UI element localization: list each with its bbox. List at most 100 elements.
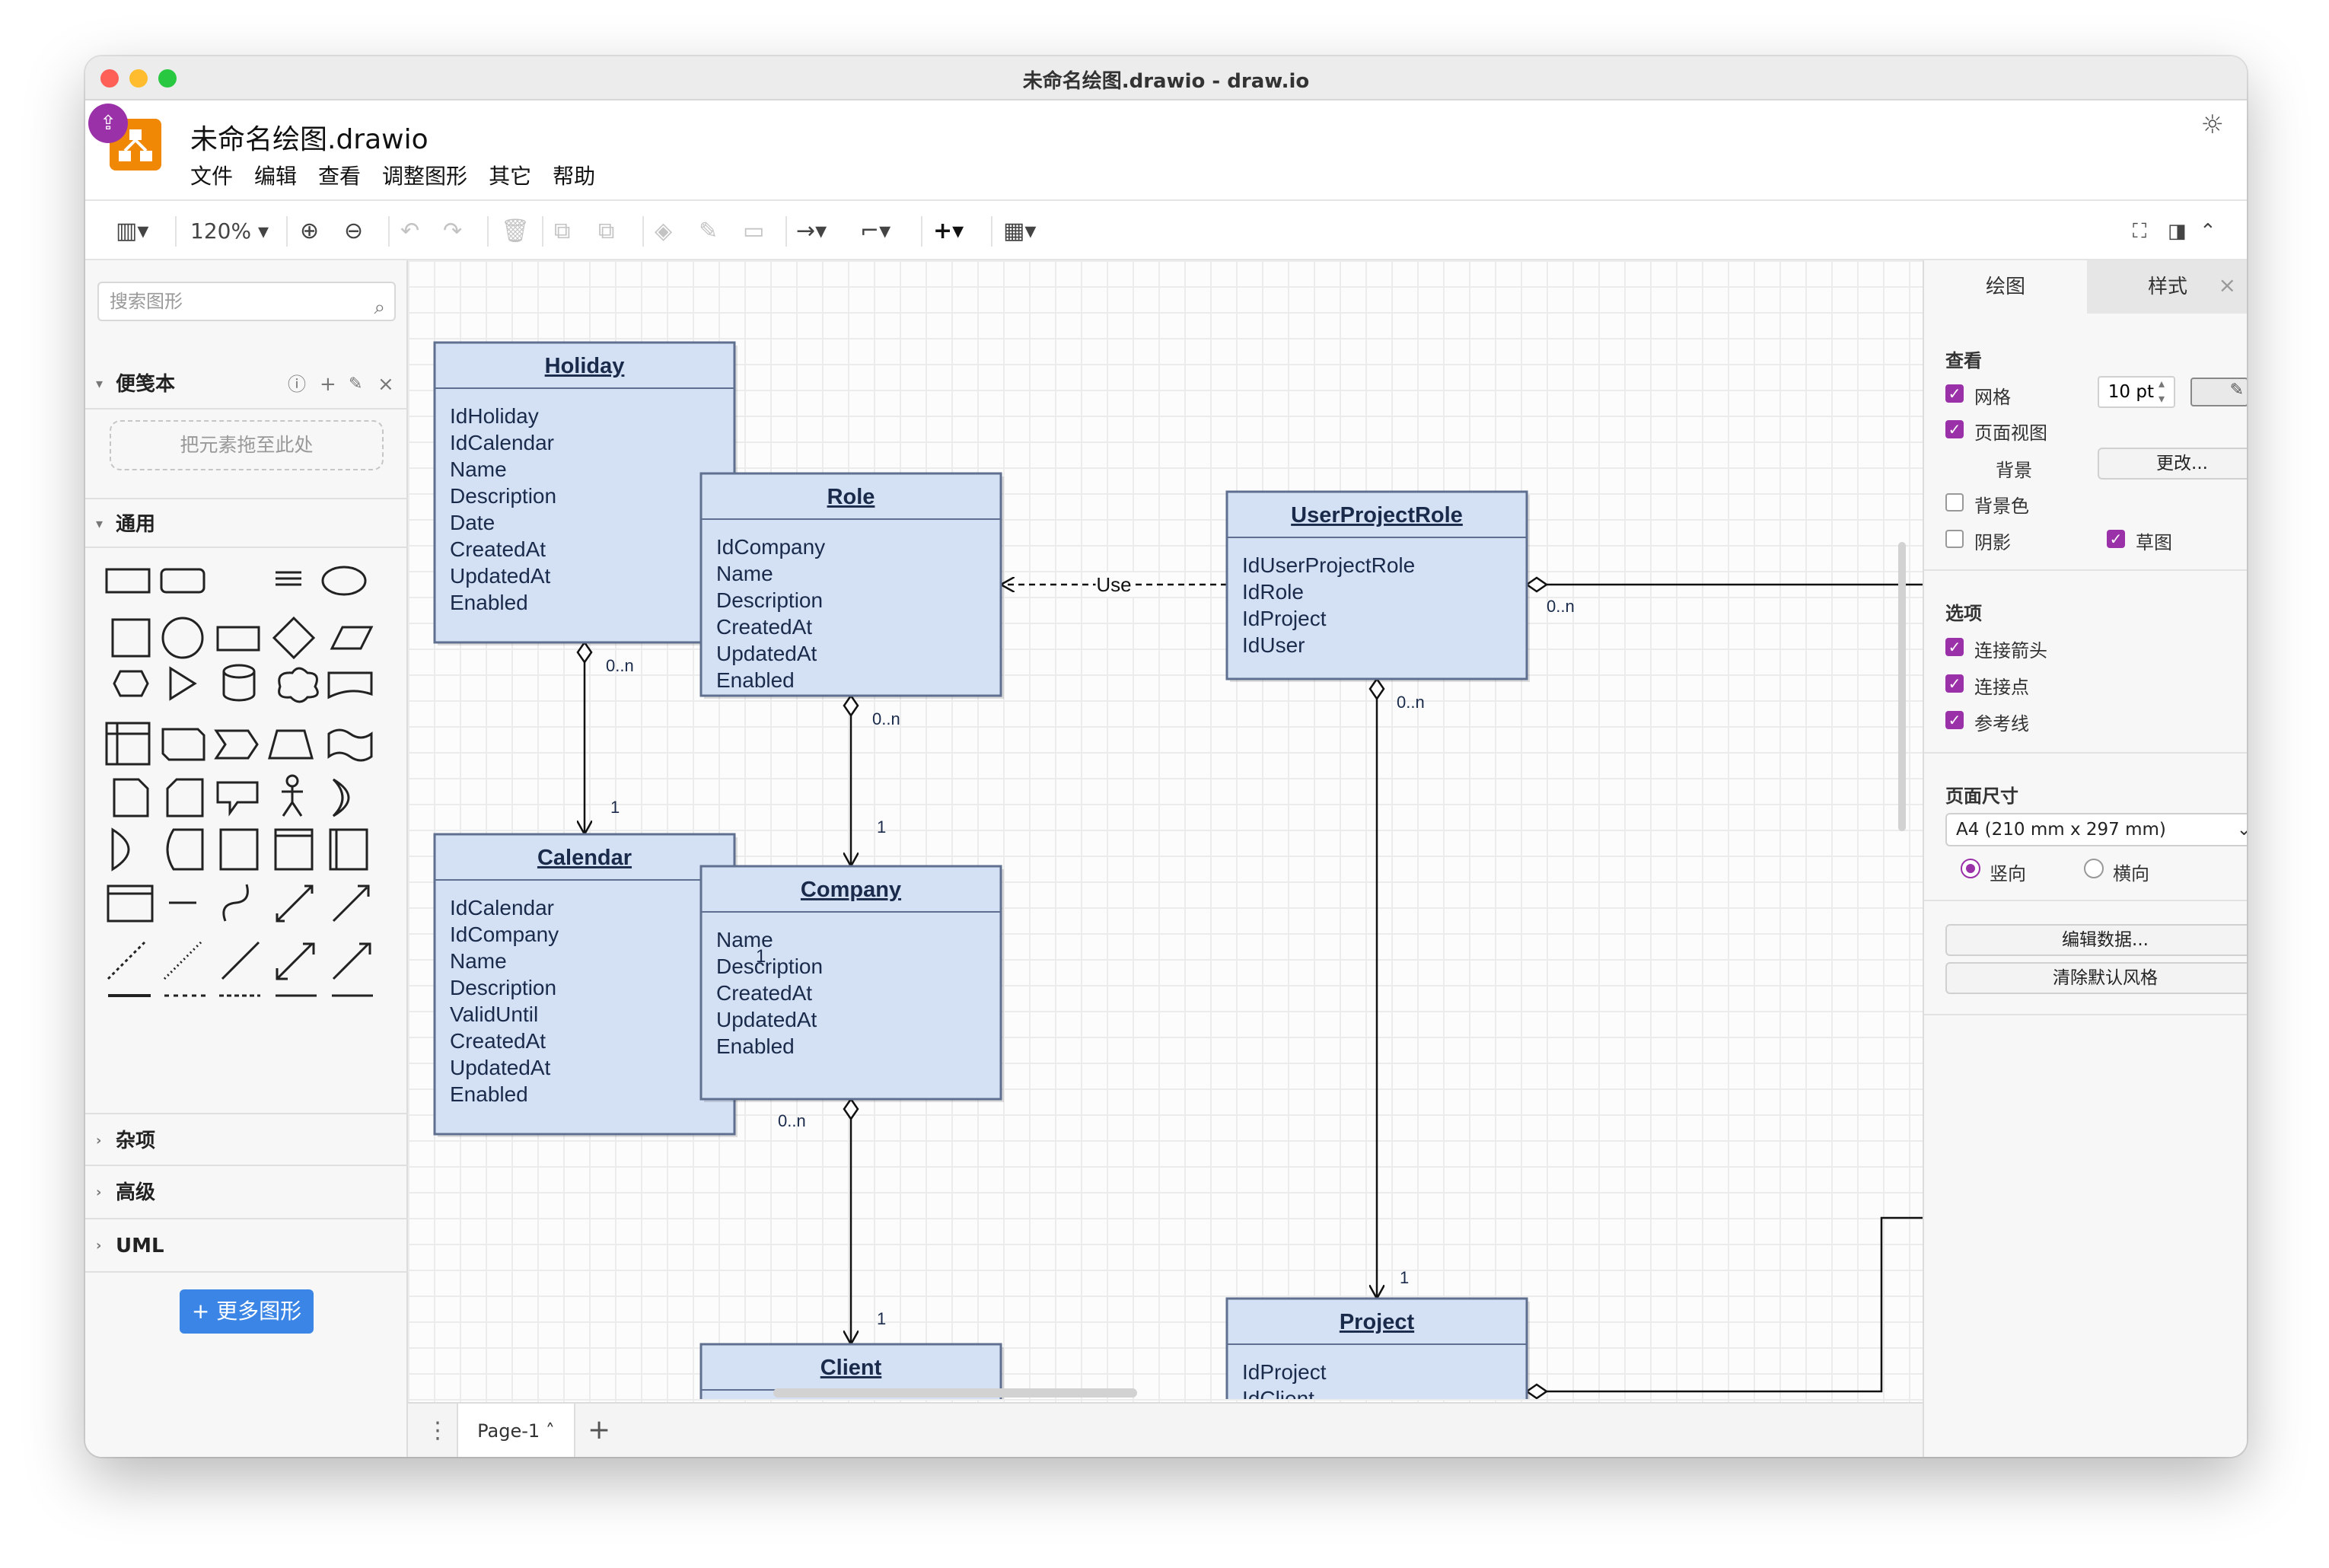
grid-color-swatch[interactable]: ✎ xyxy=(2190,378,2247,406)
table-icon[interactable]: ▦▾ xyxy=(1003,218,1037,244)
section-misc[interactable]: › 杂项 xyxy=(85,1113,408,1166)
background-color-checkbox[interactable] xyxy=(1945,493,1964,512)
zoom-window-button[interactable] xyxy=(158,69,177,88)
entity-box[interactable] xyxy=(699,472,1002,697)
add-page-icon[interactable]: + xyxy=(588,1414,611,1445)
entity-box[interactable] xyxy=(433,341,736,644)
menu-arrange[interactable]: 调整图形 xyxy=(382,164,468,189)
clear-default-style-button[interactable]: 清除默认风格 xyxy=(1945,962,2247,994)
app-header: ⇪ 未命名绘图.drawio 文件 编辑 查看 调整图形 其它 帮助 ☼ xyxy=(85,100,2247,199)
section-advanced[interactable]: › 高级 xyxy=(85,1166,408,1219)
landscape-radio[interactable] xyxy=(2084,859,2104,878)
line-color-icon[interactable]: ✎ xyxy=(699,218,718,244)
edit-data-button[interactable]: 编辑数据... xyxy=(1945,924,2247,956)
grid-size-input[interactable]: 10 pt xyxy=(2098,376,2175,408)
close-icon[interactable]: × xyxy=(378,373,394,396)
more-shapes-button[interactable]: + 更多图形 xyxy=(180,1289,314,1334)
redo-icon[interactable]: ↷ xyxy=(443,218,463,244)
page-view-checkbox[interactable]: ✓ xyxy=(1945,420,1964,438)
section-general[interactable]: ▾ 通用 xyxy=(85,498,408,548)
entity-field: Name xyxy=(450,457,507,481)
fullscreen-icon[interactable]: ⛶ xyxy=(2133,220,2147,243)
general-shapes-palette[interactable] xyxy=(100,557,393,824)
entity-holiday[interactable]: HolidayIdHolidayIdCalendarNameDescriptio… xyxy=(433,341,738,645)
entity-field: Description xyxy=(450,484,556,508)
minimize-window-button[interactable] xyxy=(129,69,148,88)
shadow-checkbox[interactable] xyxy=(1945,530,1964,548)
zoom-out-icon[interactable]: ⊖ xyxy=(344,218,364,244)
spinner-icon[interactable]: ▴▾ xyxy=(2159,376,2165,406)
zoom-in-icon[interactable]: ⊕ xyxy=(300,218,320,244)
vertical-scrollbar[interactable] xyxy=(1898,542,1906,831)
theme-sun-icon[interactable]: ☼ xyxy=(2200,110,2224,140)
entity-box[interactable] xyxy=(1225,490,1528,680)
entity-userprojectrole[interactable]: UserProjectRoleIdUserProjectRoleIdRoleId… xyxy=(1225,490,1530,682)
scratchpad-drop-zone[interactable]: 把元素拖至此处 xyxy=(110,420,384,470)
guides-checkbox[interactable]: ✓ xyxy=(1945,711,1964,729)
page-size-select[interactable]: A4 (210 mm x 297 mm) ⌄ xyxy=(1945,813,2247,846)
shadow-icon[interactable]: ▭ xyxy=(743,218,765,244)
chevron-down-icon: ⌄ xyxy=(2236,820,2247,840)
help-icon[interactable]: ⓘ xyxy=(288,374,306,395)
tab-style[interactable]: 样式 xyxy=(2087,260,2247,314)
entity-field: IdUser xyxy=(1242,633,1305,657)
horizontal-scrollbar[interactable] xyxy=(773,1388,1137,1397)
menu-extras[interactable]: 其它 xyxy=(489,164,532,189)
zoom-dropdown[interactable]: 120% ▾ xyxy=(190,218,269,244)
page-menu-icon[interactable]: ⋮ xyxy=(426,1417,449,1444)
to-back-icon[interactable]: ⧉ xyxy=(598,218,615,244)
sidebar-toggle-icon[interactable]: ▥▾ xyxy=(116,218,149,244)
format-panel-toggle-icon[interactable]: ◨ xyxy=(2168,220,2187,243)
drawio-logo xyxy=(110,119,161,171)
update-icon[interactable]: ⇪ xyxy=(88,104,128,143)
shape-search-input[interactable]: 搜索图形 ⌕ xyxy=(97,282,396,321)
menu-edit[interactable]: 编辑 xyxy=(254,164,298,189)
close-panel-icon[interactable]: × xyxy=(2218,272,2236,298)
undo-icon[interactable]: ↶ xyxy=(400,218,420,244)
document-title[interactable]: 未命名绘图.drawio xyxy=(190,124,429,155)
general-shapes-palette-more[interactable] xyxy=(100,824,393,999)
waypoint-style-icon[interactable]: ⌐▾ xyxy=(860,218,891,244)
background-color-label: 背景色 xyxy=(1974,496,2029,517)
entity-field: Name xyxy=(716,928,773,951)
change-background-button[interactable]: 更改... xyxy=(2098,448,2247,480)
connection-points-checkbox[interactable]: ✓ xyxy=(1945,674,1964,693)
relationship-edge[interactable] xyxy=(1547,1216,1923,1393)
entity-field: CreatedAt xyxy=(716,981,812,1005)
portrait-radio[interactable] xyxy=(1961,859,1980,878)
title-bar: 未命名绘图.drawio - draw.io xyxy=(85,56,2247,100)
options-section-title: 选项 xyxy=(1945,603,1982,624)
divider xyxy=(1924,569,2247,571)
menu-file[interactable]: 文件 xyxy=(190,164,234,189)
fill-color-icon[interactable]: ◈ xyxy=(655,218,673,244)
close-window-button[interactable] xyxy=(100,69,119,88)
section-uml[interactable]: › UML xyxy=(85,1219,408,1273)
collapse-icon[interactable]: ⌃ xyxy=(2200,220,2216,243)
connection-style-icon[interactable]: →▾ xyxy=(796,218,827,244)
delete-icon[interactable]: 🗑 xyxy=(501,218,530,244)
entity-box[interactable] xyxy=(433,833,736,1136)
tab-diagram[interactable]: 绘图 xyxy=(1924,260,2087,314)
diagram-svg[interactable]: HolidayIdHolidayIdCalendarNameDescriptio… xyxy=(408,260,1923,1402)
entity-field: Date xyxy=(450,511,495,534)
connection-arrows-checkbox[interactable]: ✓ xyxy=(1945,638,1964,656)
page-tab[interactable]: Page-1 ˄ xyxy=(457,1404,575,1457)
entity-box[interactable] xyxy=(1225,1297,1528,1402)
entity-company[interactable]: CompanyNameDescriptionCreatedAtUpdatedAt… xyxy=(699,865,1004,1102)
entity-calendar[interactable]: CalendarIdCalendarIdCompanyNameDescripti… xyxy=(433,833,738,1137)
entity-field: CreatedAt xyxy=(450,537,546,561)
insert-plus-icon[interactable]: +▾ xyxy=(933,218,964,244)
sketch-checkbox[interactable]: ✓ xyxy=(2107,530,2125,548)
menu-help[interactable]: 帮助 xyxy=(553,164,596,189)
to-front-icon[interactable]: ⧉ xyxy=(554,218,571,244)
menu-view[interactable]: 查看 xyxy=(318,164,362,189)
edit-icon[interactable]: ✎ xyxy=(349,374,363,394)
entity-role[interactable]: RoleIdCompanyNameDescriptionCreatedAtUpd… xyxy=(699,472,1004,699)
grid-checkbox[interactable]: ✓ xyxy=(1945,384,1964,403)
scratchpad-header[interactable]: ▾ 便笺本 ⓘ + ✎ × xyxy=(85,359,408,410)
entity-box[interactable] xyxy=(699,865,1002,1101)
add-icon[interactable]: + xyxy=(320,373,336,396)
